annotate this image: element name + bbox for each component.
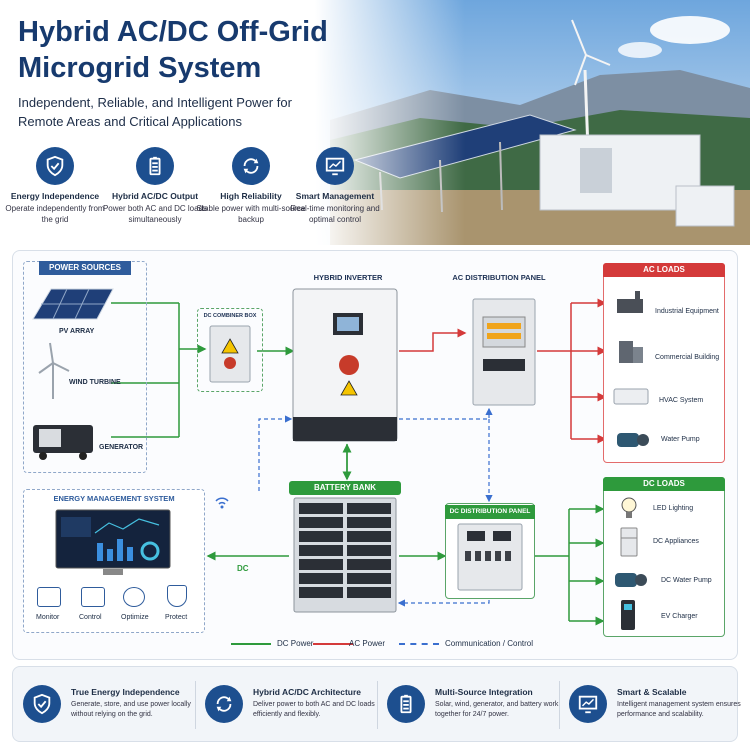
monitor-icon (37, 587, 61, 607)
feature-desc: Real-time monitoring and optimal control (290, 204, 380, 224)
ac-load-label: HVAC System (659, 397, 704, 404)
hero-landscape-image (0, 0, 750, 245)
optimize-icon (123, 587, 145, 607)
feature-desc: Stable power with multi-source backup (196, 204, 306, 224)
ev-charger-icon (619, 599, 641, 636)
feature-desc: Operate independently from the grid (5, 204, 105, 224)
benefit-desc: Deliver power to both AC and DC loads ef… (253, 701, 375, 718)
dc-distribution-header: DC DISTRIBUTION PANEL (445, 505, 535, 519)
feature-desc: Power both AC and DC loads simultaneousl… (102, 204, 208, 224)
shield-check-icon (36, 147, 74, 185)
ac-load-label: Industrial Equipment (655, 308, 719, 315)
feature-title: Energy Independence (10, 191, 100, 201)
benefit-smart-scalable: Smart & Scalable Intelligent management … (559, 667, 741, 743)
feature-energy-independence: Energy Independence Operate independentl… (0, 147, 110, 225)
dc-load-label: LED Lighting (653, 505, 694, 512)
ems-header: ENERGY MANAGEMENT SYSTEM (53, 494, 175, 503)
feature-hybrid-output: Hybrid AC/DC Output Power both AC and DC… (100, 147, 210, 225)
light-bulb-icon (619, 495, 639, 526)
legend-ac-label: AC Power (349, 639, 386, 648)
legend-comm-label: Communication / Control (445, 639, 534, 648)
protect-icon (167, 585, 187, 607)
appliance-icon (619, 527, 639, 562)
water-pump-icon (615, 427, 651, 456)
connection-lines (111, 298, 607, 626)
hybrid-inverter-image (292, 288, 398, 442)
battery-bank-header: BATTERY BANK (289, 481, 401, 495)
shield-check-icon (23, 685, 61, 723)
monitor-chart-icon (316, 147, 354, 185)
dc-combiner-frame (197, 308, 263, 392)
ems-item-label: Control (79, 614, 102, 621)
feature-high-reliability: High Reliability Stable power with multi… (196, 147, 306, 225)
ac-load-label: Commercial Building (655, 354, 720, 361)
dc-loads-header: DC LOADS (603, 477, 725, 491)
benefit-desc: Generate, store, and use power locally w… (71, 701, 191, 718)
benefit-desc: Solar, wind, generator, and battery work… (435, 701, 559, 718)
pv-array-image (32, 288, 114, 320)
wifi-icon (215, 497, 229, 509)
feature-title: Hybrid AC/DC Output (111, 191, 199, 201)
divider (195, 681, 196, 729)
system-diagram: POWER SOURCES PV ARRAY WIND TURBINE GENE… (12, 250, 738, 660)
factory-icon (615, 289, 645, 320)
benefit-title: Multi-Source Integration (435, 687, 533, 697)
battery-bank-image (293, 497, 397, 613)
divider (559, 681, 560, 729)
hybrid-inverter-label: HYBRID INVERTER (313, 273, 383, 282)
dc-load-label: EV Charger (661, 613, 698, 620)
feature-smart-management: Smart Management Real-time monitoring an… (280, 147, 390, 225)
dc-combiner-label: DC COMBINER BOX (203, 313, 257, 319)
dc-combiner-image (209, 325, 251, 383)
battery-icon (136, 147, 174, 185)
ems-item-label: Optimize (121, 614, 149, 621)
hero-section: Hybrid AC/DC Off-Grid Microgrid System I… (0, 0, 750, 245)
ac-distribution-image (472, 298, 536, 406)
page-subtitle: Independent, Reliable, and Intelligent P… (18, 95, 292, 129)
dc-load-label: DC Water Pump (661, 577, 712, 584)
benefit-multi-source: Multi-Source Integration Solar, wind, ge… (377, 667, 558, 743)
generator-image (33, 425, 93, 460)
wind-turbine-label: WIND TURBINE (69, 379, 121, 386)
dc-water-pump-icon (613, 567, 649, 596)
control-icon (81, 587, 105, 607)
monitor-chart-icon (569, 685, 607, 723)
power-sources-header: POWER SOURCES (39, 261, 131, 275)
feature-title: High Reliability (220, 191, 282, 201)
legend-dc-label: DC Power (277, 639, 314, 648)
wind-turbine-image (38, 342, 70, 399)
ems-item-label: Monitor (36, 614, 60, 621)
ems-monitor-image (55, 509, 171, 575)
ac-loads-header: AC LOADS (603, 263, 725, 277)
ac-distribution-label: AC DISTRIBUTION PANEL (452, 273, 546, 282)
refresh-cycle-icon (205, 685, 243, 723)
benefit-title: Smart & Scalable (617, 687, 687, 697)
benefit-title: True Energy Independence (71, 687, 180, 697)
benefit-desc: Intelligent management system ensures pe… (617, 701, 741, 718)
legend-comm-swatch (399, 643, 439, 645)
refresh-cycle-icon (232, 147, 270, 185)
building-icon (617, 337, 645, 370)
feature-title: Smart Management (295, 191, 375, 201)
ac-load-label: Water Pump (661, 436, 700, 443)
page-title: Hybrid AC/DC Off-Grid Microgrid System (18, 16, 328, 84)
benefit-energy-independence: True Energy Independence Generate, store… (13, 667, 193, 743)
benefits-bar: True Energy Independence Generate, store… (12, 666, 741, 743)
divider (377, 681, 378, 729)
dc-load-label: DC Appliances (653, 538, 699, 545)
benefit-hybrid-architecture: Hybrid AC/DC Architecture Deliver power … (195, 667, 375, 743)
hvac-icon (613, 387, 649, 412)
legend-ac-swatch (313, 643, 353, 645)
ems-item-label: Protect (165, 614, 188, 621)
dc-line-label: DC (237, 564, 249, 573)
benefit-title: Hybrid AC/DC Architecture (253, 687, 361, 697)
battery-icon (387, 685, 425, 723)
pv-array-label: PV ARRAY (59, 328, 95, 335)
generator-label: GENERATOR (99, 444, 144, 451)
legend-dc-swatch (231, 643, 271, 645)
dc-distribution-image (457, 523, 523, 591)
